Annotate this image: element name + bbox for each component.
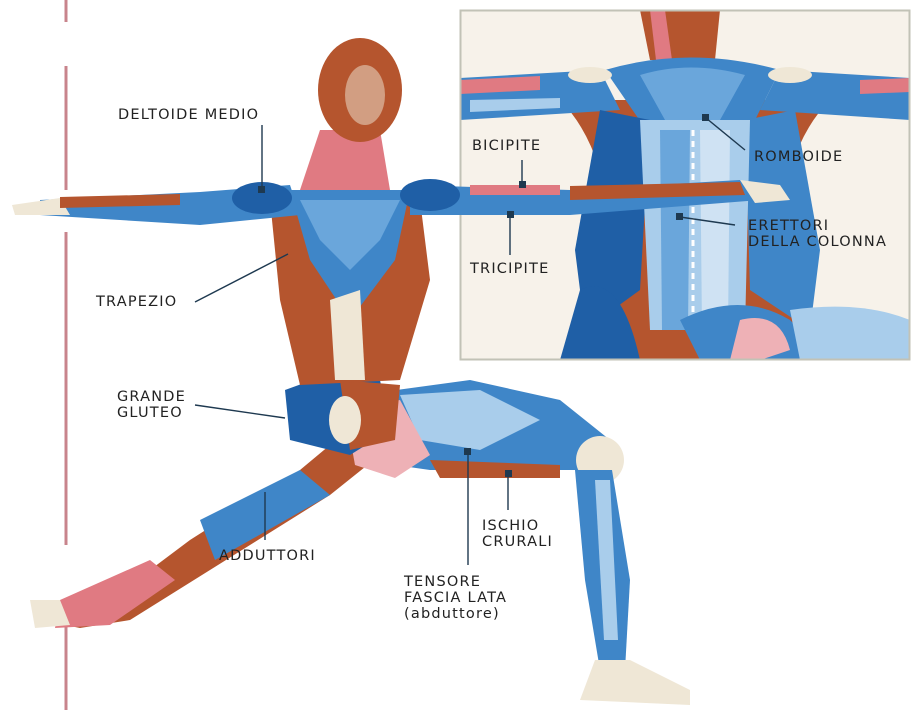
label-ischio-crurali: ISCHIO CRURALI <box>482 518 553 550</box>
label-grande-gluteo: GRANDE GLUTEO <box>117 389 186 421</box>
leader-trapezio <box>195 254 288 302</box>
label-tensore-line2: FASCIA LATA <box>404 590 507 606</box>
label-romboide: ROMBOIDE <box>754 149 843 165</box>
label-adduttori: ADDUTTORI <box>219 548 316 564</box>
label-erettori: ERETTORI DELLA COLONNA <box>748 218 887 250</box>
label-grande-gluteo-line2: GLUTEO <box>117 405 186 421</box>
label-bicipite: BICIPITE <box>472 138 541 154</box>
label-tensore-line3: (abduttore) <box>404 606 507 622</box>
label-trapezio: TRAPEZIO <box>96 294 177 310</box>
label-tensore-fascia-lata: TENSORE FASCIA LATA (abduttore) <box>404 574 507 622</box>
leader-grande-gluteo <box>195 405 285 418</box>
label-ischio-line2: CRURALI <box>482 534 553 550</box>
label-tensore-line1: TENSORE <box>404 574 507 590</box>
label-tricipite: TRICIPITE <box>470 261 549 277</box>
label-ischio-line1: ISCHIO <box>482 518 553 534</box>
label-deltoide-medio: DELTOIDE MEDIO <box>118 107 259 123</box>
label-erettori-line2: DELLA COLONNA <box>748 234 887 250</box>
label-grande-gluteo-line1: GRANDE <box>117 389 186 405</box>
label-erettori-line1: ERETTORI <box>748 218 887 234</box>
